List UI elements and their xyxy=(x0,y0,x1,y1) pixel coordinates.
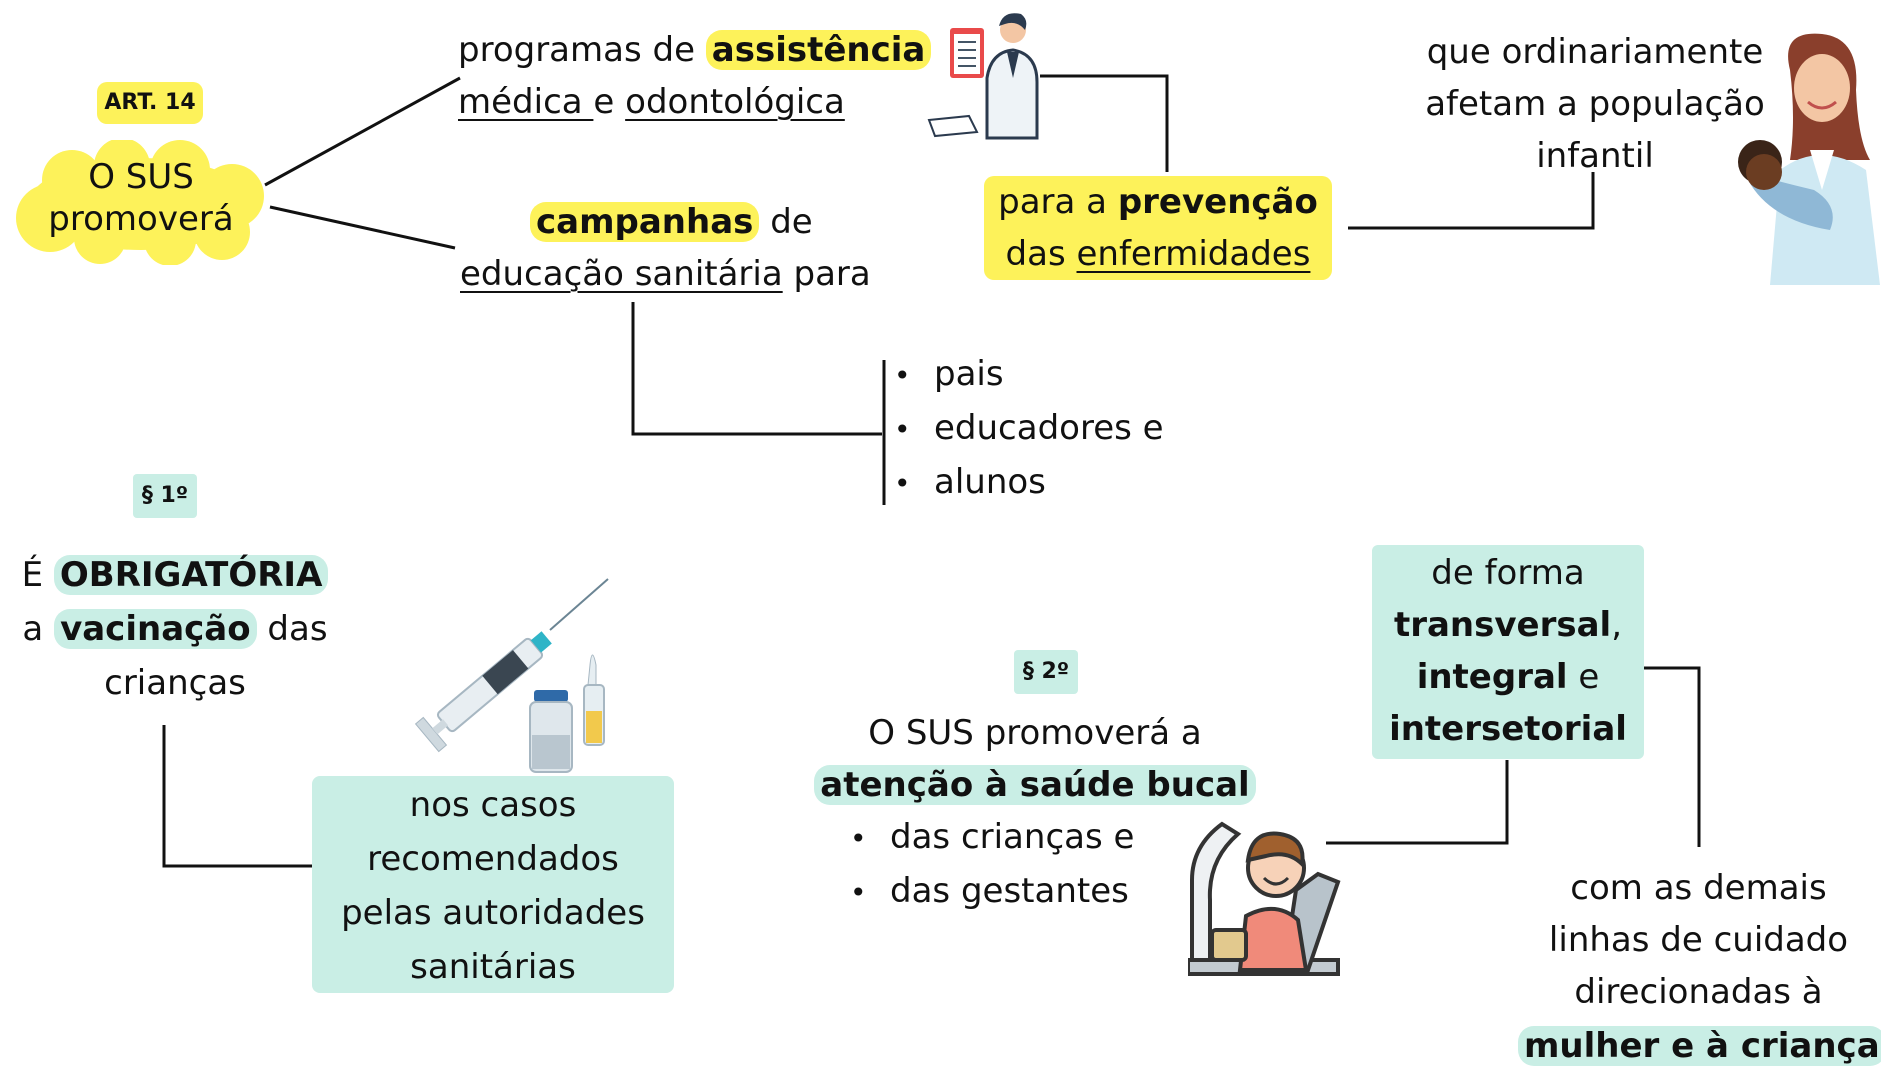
par2-item: das gestantes xyxy=(850,865,1134,919)
par2-text: O SUS promoverá a atenção à saúde bucal xyxy=(810,707,1260,811)
vacinacao-das: das xyxy=(256,609,328,649)
form-l1: de forma xyxy=(1431,553,1585,593)
care-l3: direcionadas à xyxy=(1574,972,1823,1012)
audience-list: pais educadores e alunos xyxy=(894,348,1164,510)
line-cloud-to-campaigns xyxy=(269,205,456,250)
cloud-shape: O SUS promoverá xyxy=(10,138,272,266)
care-l4-highlight: mulher e à criança xyxy=(1518,1026,1881,1066)
vacinacao-a: a xyxy=(22,609,55,649)
par2-badge-text: § 2º xyxy=(1022,659,1070,684)
form-integral: integral xyxy=(1416,657,1568,697)
syringe-vaccine-icon xyxy=(400,575,615,775)
nurse-baby-icon xyxy=(1730,30,1880,285)
care-l4-wrap: mulher e à criança xyxy=(1518,1020,1881,1072)
audience-item: alunos xyxy=(894,456,1164,510)
form-box: de forma transversal, integral e interse… xyxy=(1372,545,1644,759)
programs-medica: médica xyxy=(458,82,594,122)
care-l2: linhas de cuidado xyxy=(1548,920,1849,960)
vacinacao-highlight: vacinação xyxy=(54,609,257,649)
campaigns-text: campanhas de educação sanitária para xyxy=(460,196,871,300)
par2-l1: O SUS promoverá a xyxy=(868,713,1202,753)
programs-text: programas de assistência médica e odonto… xyxy=(458,24,932,128)
dental-patient-icon xyxy=(1186,820,1348,980)
care-lines-text: com as demais linhas de cuidado direcion… xyxy=(1486,862,1881,1018)
cloud-line2: promoverá xyxy=(48,199,234,239)
campaigns-underline: educação sanitária xyxy=(460,254,783,294)
form-e: e xyxy=(1567,657,1600,697)
recommended-box: nos casos recomendados pelas autoridades… xyxy=(312,776,674,993)
art-badge: ART. 14 xyxy=(97,82,203,124)
par2-list: das crianças e das gestantes xyxy=(850,811,1134,919)
line-dental-to-form xyxy=(1326,760,1509,845)
line-campaigns-to-audience xyxy=(631,302,882,436)
care-l1: com as demais xyxy=(1570,868,1827,908)
obrigatoria-text: É OBRIGATÓRIA a vacinação das crianças xyxy=(0,548,350,710)
prevention-b: prevenção xyxy=(1117,182,1318,222)
prevention-box: para a prevenção das enfermidades xyxy=(984,176,1332,280)
art-badge-text: ART. 14 xyxy=(104,90,196,115)
infantil-l3: infantil xyxy=(1536,136,1654,176)
audience-item: pais xyxy=(894,348,1164,402)
campaigns-de: de xyxy=(759,202,813,242)
recommended-l1: nos casos xyxy=(409,785,577,825)
programs-prefix: programas de xyxy=(458,30,706,70)
campaigns-para: para xyxy=(782,254,871,294)
cloud-svg xyxy=(16,138,264,266)
obrigatoria-e: É xyxy=(21,555,54,595)
programs-highlight: assistência xyxy=(705,30,932,70)
form-transversal: transversal xyxy=(1393,605,1612,645)
campaigns-highlight: campanhas xyxy=(530,202,760,242)
programs-odonto: odontológica xyxy=(625,82,845,122)
line-prevention-to-infantil xyxy=(1348,172,1595,230)
programs-e: e xyxy=(593,82,626,122)
recommended-l2: recomendados xyxy=(367,839,619,879)
recommended-l4: sanitárias xyxy=(410,947,576,987)
recommended-l3: pelas autoridades xyxy=(341,893,645,933)
infantil-text: que ordinariamente afetam a população in… xyxy=(1400,26,1790,182)
line-obrigatoria-to-box xyxy=(162,725,312,868)
line-cloud-to-programs xyxy=(264,76,461,187)
par2-badge: § 2º xyxy=(1014,650,1078,694)
cloud-line1: O SUS xyxy=(88,157,194,197)
form-intersetorial: intersetorial xyxy=(1389,709,1627,749)
obrigatoria-highlight: OBRIGATÓRIA xyxy=(53,555,329,595)
prevention-a: para a xyxy=(998,182,1118,222)
form-comma: , xyxy=(1611,605,1623,645)
audience-item: educadores e xyxy=(894,402,1164,456)
prevention-d: enfermidades xyxy=(1076,234,1311,274)
par2-highlight: atenção à saúde bucal xyxy=(814,765,1256,805)
criancas-text: crianças xyxy=(104,663,246,703)
prevention-c: das xyxy=(1005,234,1077,274)
par2-item: das crianças e xyxy=(850,811,1134,865)
infantil-l2: afetam a população xyxy=(1425,84,1765,124)
par1-badge: § 1º xyxy=(133,474,197,518)
line-form-to-bottom-right xyxy=(1644,666,1701,847)
doctor-clipboard-icon xyxy=(925,8,1040,143)
line-doctor-to-prevention xyxy=(1040,74,1169,172)
par1-badge-text: § 1º xyxy=(141,483,189,508)
infantil-l1: que ordinariamente xyxy=(1426,32,1764,72)
